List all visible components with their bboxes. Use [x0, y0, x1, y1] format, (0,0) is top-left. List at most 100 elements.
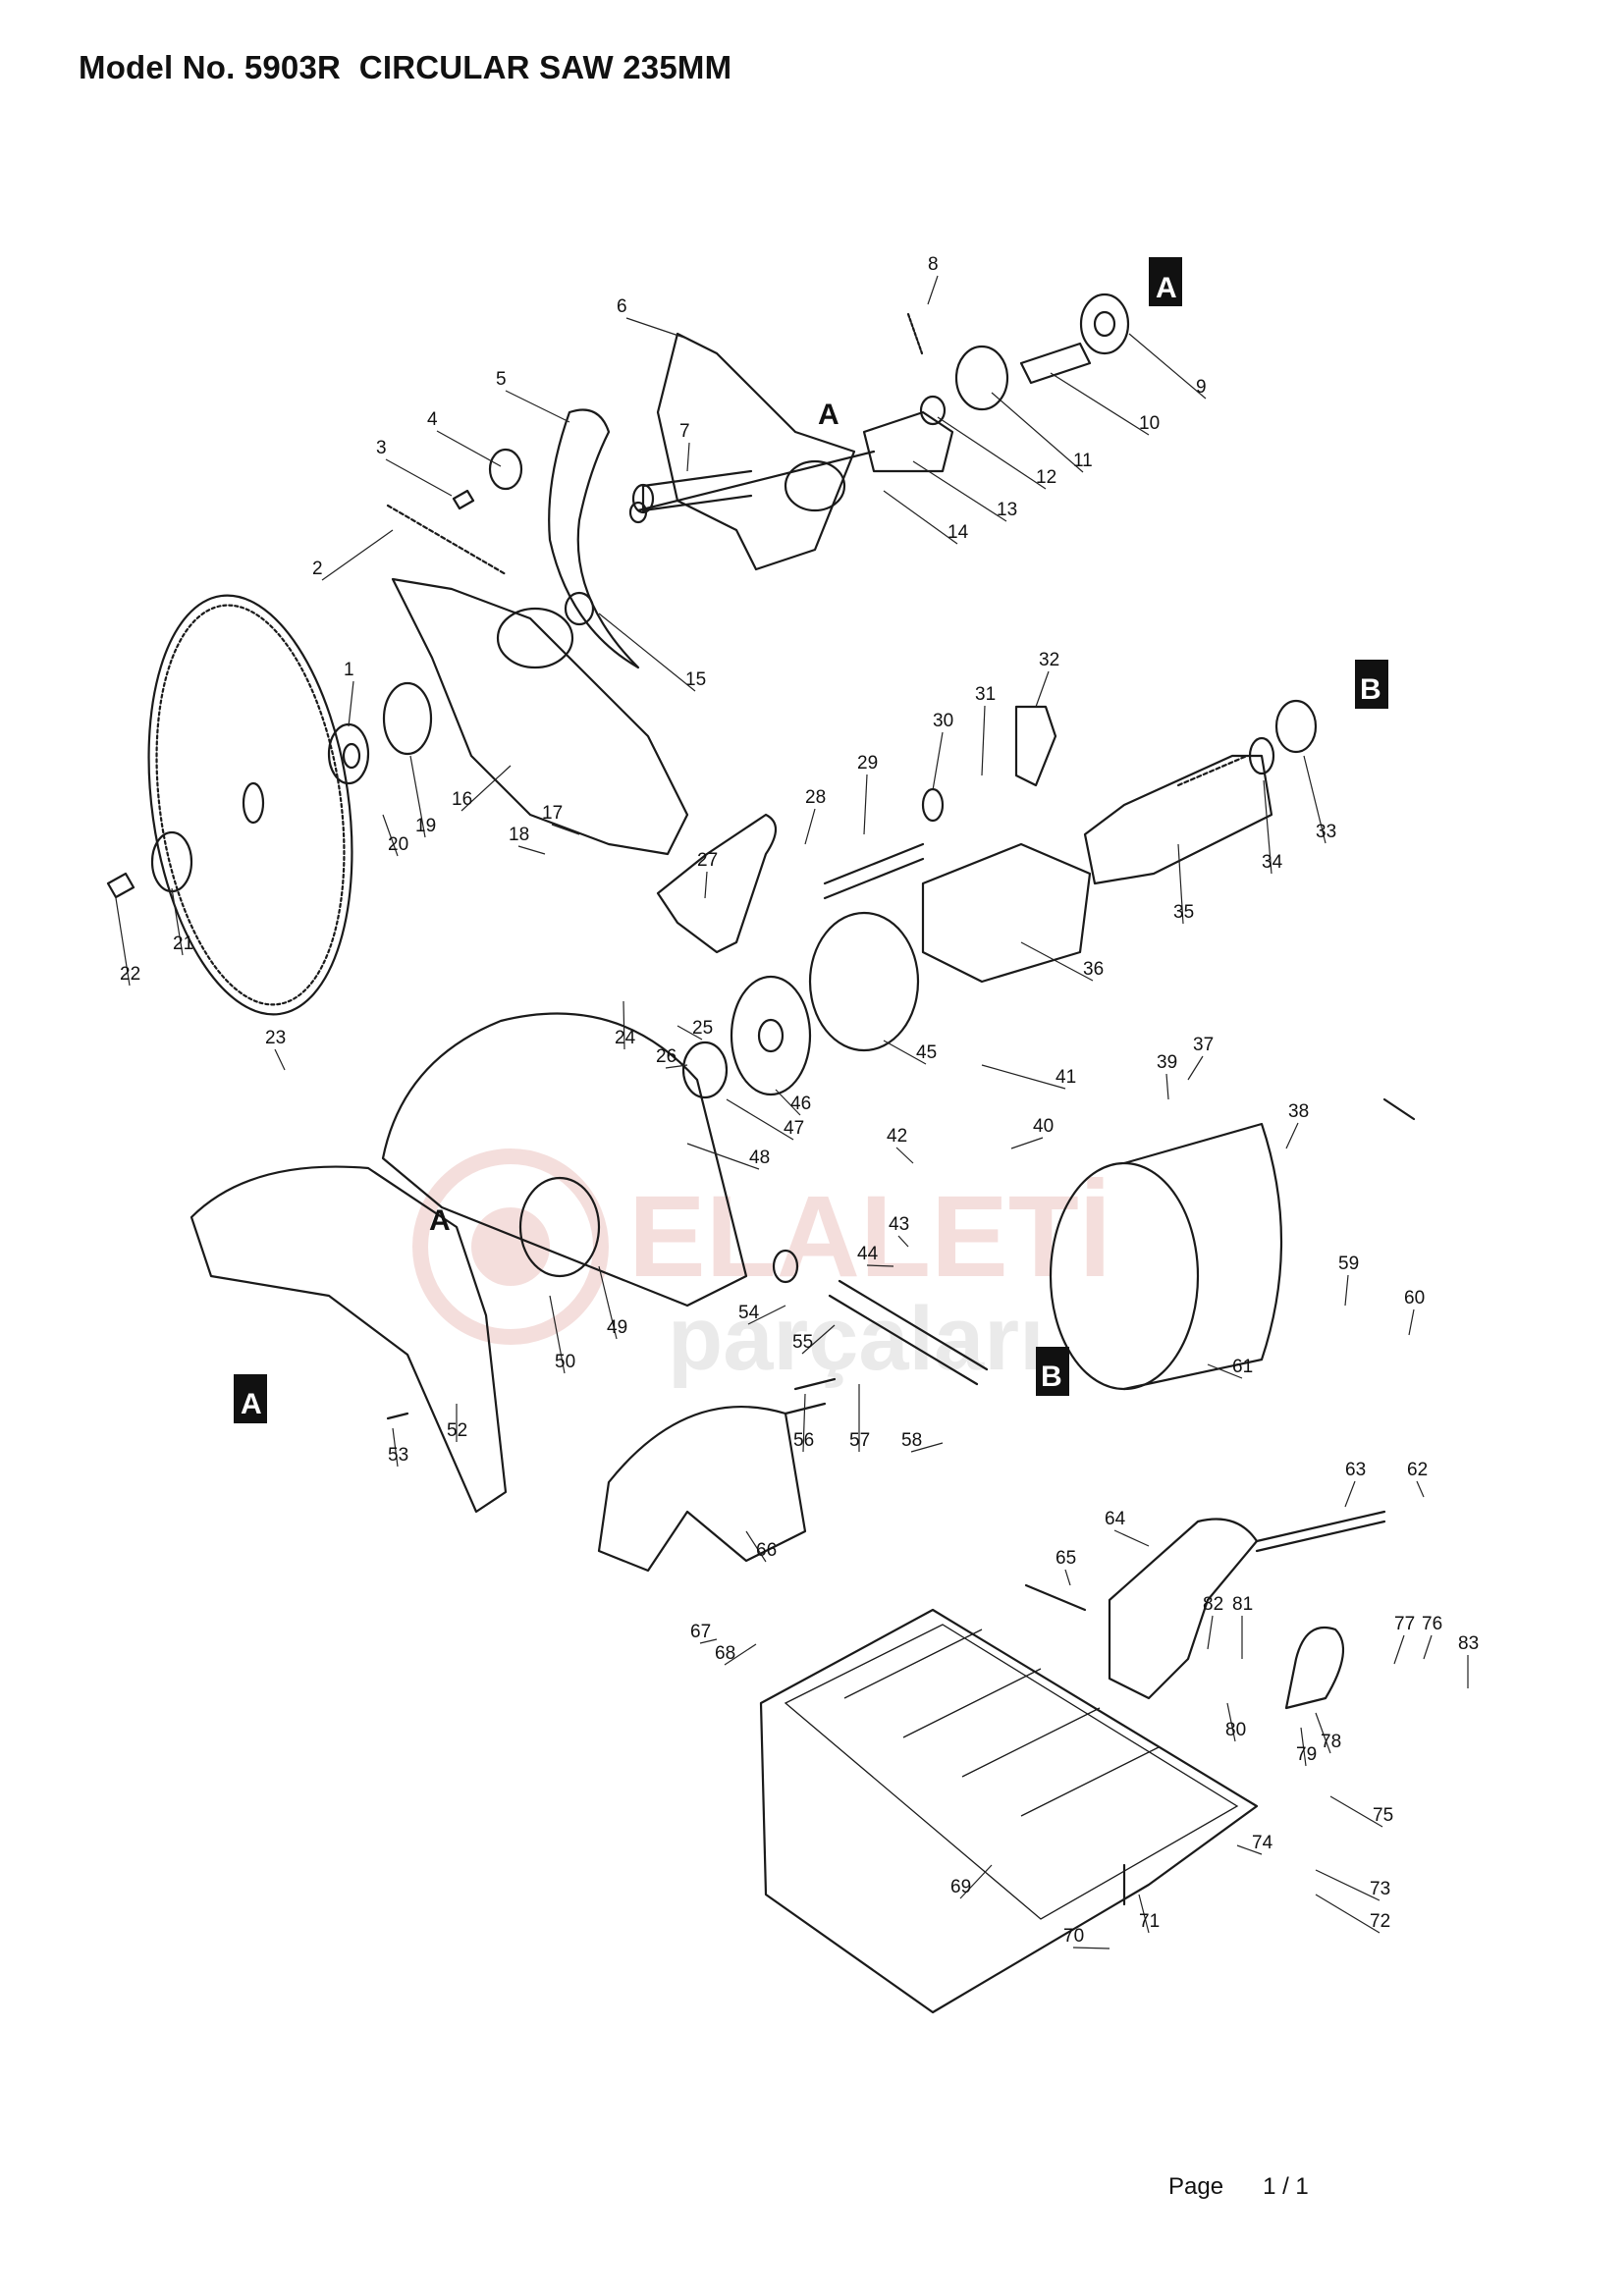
leader-line-39	[1165, 1073, 1169, 1100]
part-number-31: 31	[975, 684, 996, 705]
leader-line-62	[1416, 1480, 1425, 1498]
watermark-line2: parçaları	[668, 1289, 1045, 1389]
leader-line-49	[598, 1265, 618, 1340]
gear-housing	[381, 1012, 748, 1308]
leader-line-74	[1236, 1844, 1263, 1855]
part-number-12: 12	[1036, 467, 1056, 488]
base-plate	[759, 1608, 1259, 2014]
leader-line-78	[1315, 1712, 1331, 1754]
part-number-2: 2	[312, 559, 323, 579]
part-number-4: 4	[427, 409, 438, 430]
blade-flanges	[106, 681, 433, 899]
leader-line-63	[1344, 1480, 1356, 1508]
svg-text:A: A	[241, 1388, 262, 1420]
svg-text:A: A	[1156, 272, 1177, 304]
leader-line-41	[981, 1064, 1066, 1090]
leader-line-20	[382, 814, 399, 857]
part-number-71: 71	[1139, 1911, 1160, 1932]
part-number-37: 37	[1193, 1035, 1214, 1055]
leader-line-8	[927, 275, 939, 305]
leader-line-38	[1285, 1122, 1299, 1149]
part-number-68: 68	[715, 1643, 735, 1664]
leader-line-46	[775, 1089, 801, 1116]
part-number-76: 76	[1422, 1614, 1442, 1634]
part-number-14: 14	[947, 522, 969, 543]
leader-line-58	[910, 1442, 944, 1453]
leader-line-44	[866, 1264, 894, 1267]
part-number-46: 46	[790, 1094, 811, 1114]
leader-line-54	[747, 1305, 786, 1325]
leader-line-73	[1315, 1869, 1380, 1901]
part-number-57: 57	[849, 1430, 870, 1451]
part-number-81: 81	[1232, 1594, 1253, 1615]
leader-line-43	[897, 1235, 909, 1248]
front-cover	[189, 1165, 508, 1514]
rear-handle	[1108, 1518, 1259, 1700]
part-number-70: 70	[1063, 1926, 1084, 1947]
leader-line-71	[1138, 1894, 1150, 1934]
leader-line-28	[804, 808, 816, 845]
leader-line-53	[392, 1427, 399, 1468]
part-number-83: 83	[1458, 1633, 1479, 1654]
leader-line-27	[704, 871, 708, 899]
part-number-15: 15	[685, 669, 706, 690]
part-number-18: 18	[509, 825, 529, 845]
leader-line-2	[321, 529, 394, 581]
blade-guard	[391, 577, 689, 856]
leader-line-50	[549, 1295, 566, 1374]
part-number-24: 24	[615, 1028, 636, 1048]
leader-line-76	[1423, 1634, 1433, 1660]
page-label: Page	[1168, 2173, 1224, 2200]
part-number-6: 6	[617, 296, 627, 317]
part-number-39: 39	[1157, 1052, 1177, 1073]
part-number-40: 40	[1033, 1116, 1054, 1137]
leader-line-15	[598, 613, 696, 692]
leader-line-60	[1408, 1308, 1415, 1336]
part-number-8: 8	[928, 254, 939, 275]
part-number-66: 66	[756, 1540, 777, 1561]
part-number-77: 77	[1394, 1614, 1415, 1634]
leader-line-16	[460, 765, 512, 812]
svg-text:B: B	[1041, 1361, 1062, 1393]
leader-line-56	[802, 1393, 806, 1453]
part-number-35: 35	[1173, 902, 1194, 923]
leader-line-37	[1187, 1055, 1204, 1081]
part-number-64: 64	[1105, 1509, 1126, 1529]
part-number-9: 9	[1196, 377, 1207, 398]
field	[921, 842, 1092, 984]
saw-blade	[147, 594, 353, 1016]
leader-line-6	[625, 317, 688, 340]
leader-line-55	[801, 1324, 836, 1355]
gear-housing-cover	[808, 911, 920, 1052]
callout-a-upper: A	[818, 399, 839, 431]
leader-line-3	[385, 458, 453, 497]
part-number-29: 29	[857, 753, 878, 774]
bevel-bracket	[1284, 1626, 1345, 1710]
part-number-26: 26	[656, 1046, 677, 1067]
part-number-79: 79	[1296, 1744, 1317, 1765]
svg-text:B: B	[1360, 673, 1381, 706]
guide-rule	[1255, 1510, 1386, 1553]
leader-line-40	[1010, 1137, 1044, 1149]
leader-line-33	[1303, 755, 1326, 844]
part-number-59: 59	[1338, 1254, 1359, 1274]
part-number-60: 60	[1404, 1288, 1425, 1308]
leader-line-77	[1393, 1634, 1405, 1665]
part-number-73: 73	[1370, 1879, 1390, 1899]
leader-line-30	[932, 731, 944, 791]
leader-line-72	[1315, 1894, 1380, 1934]
leader-line-61	[1207, 1363, 1243, 1379]
part-number-82: 82	[1203, 1594, 1223, 1615]
part-number-62: 62	[1407, 1460, 1428, 1480]
part-number-48: 48	[749, 1148, 770, 1168]
depth-guide	[656, 813, 778, 954]
watermark-line1: ELALETİ	[628, 1172, 1111, 1302]
part-number-54: 54	[738, 1303, 760, 1323]
helical-gear	[730, 975, 812, 1096]
leader-line-48	[686, 1143, 760, 1170]
part-number-47: 47	[784, 1118, 804, 1139]
page-footer: Page 1 / 1	[1168, 2173, 1309, 2201]
part-number-16: 16	[452, 789, 472, 810]
part-number-17: 17	[542, 803, 563, 824]
